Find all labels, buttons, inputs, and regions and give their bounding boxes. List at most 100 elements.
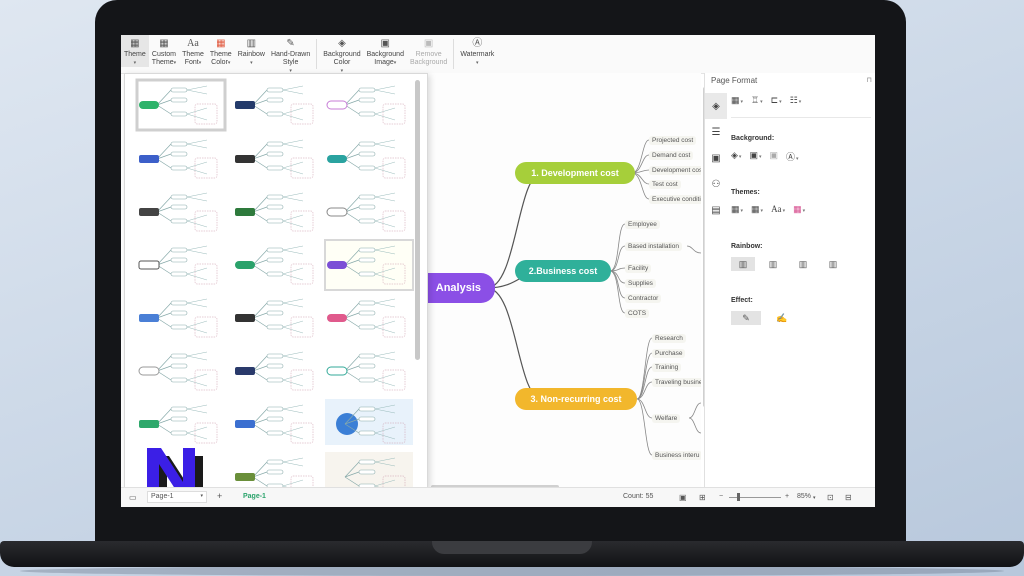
watermark-icon[interactable]: Ⓐ▾ xyxy=(785,152,799,162)
subtopic[interactable]: Executive conditio xyxy=(649,195,701,204)
subtopic[interactable]: Training xyxy=(652,363,682,372)
font-icon[interactable]: Aa▾ xyxy=(771,204,786,214)
zoom-out-button[interactable]: − xyxy=(719,493,724,500)
page-select[interactable]: Page-1▾ xyxy=(147,491,207,503)
pen-icon: ✎ xyxy=(286,38,295,49)
background-color-button[interactable]: ◈ Background Color ▾ xyxy=(323,38,361,75)
subtopic[interactable]: Facility xyxy=(625,264,652,273)
connector-icon[interactable]: ⊏▾ xyxy=(770,95,782,105)
zoom-slider-handle[interactable] xyxy=(737,493,740,501)
central-topic[interactable]: Analysis xyxy=(427,273,495,303)
subtopic[interactable]: Employee xyxy=(625,220,660,229)
rainbow-option-icon[interactable]: ▥ xyxy=(798,258,808,269)
rainbow-icon: ▥ xyxy=(246,38,257,49)
branch-topic[interactable]: 2.Business cost xyxy=(515,260,611,282)
layout-grid-icon[interactable]: ▦▾ xyxy=(731,95,744,105)
background-image-button[interactable]: ▣ Background Image▾ xyxy=(366,38,404,67)
toolbar-divider xyxy=(453,39,455,69)
gallery-scrollbar[interactable] xyxy=(415,80,420,360)
fill-bucket-icon[interactable]: ◈▾ xyxy=(731,150,742,160)
page-tab[interactable]: Page-1 xyxy=(243,493,266,500)
panel-divider xyxy=(731,117,871,118)
pin-icon[interactable]: ⊓ xyxy=(866,77,872,84)
subtopic[interactable]: Demand cost xyxy=(649,151,694,160)
subtopic[interactable]: Based installation xyxy=(625,242,682,251)
image-icon: ▣ xyxy=(380,38,390,49)
org-chart-icon[interactable]: ♖▾ xyxy=(751,95,763,105)
themes-row: ▦▾ ▦▾ Aa▾ ▦▾ xyxy=(731,204,805,215)
custom-theme-icon[interactable]: ▦▾ xyxy=(751,204,764,214)
panel-title: Page Format xyxy=(711,76,758,85)
fit-page-icon[interactable]: ▣ xyxy=(679,493,687,502)
remove-background-button[interactable]: ▣ Remove Background xyxy=(409,38,448,67)
fit-window-icon[interactable]: ⊡ xyxy=(827,493,834,502)
rainbow-row: ▥ ▥ ▥ ▥ xyxy=(731,257,845,271)
background-image-icon[interactable]: ▣▾ xyxy=(749,150,762,160)
custom-theme-button[interactable]: ▦ Custom Theme▾ xyxy=(151,38,177,67)
page-view-icon[interactable]: ▭ xyxy=(129,493,137,502)
laptop-notch xyxy=(432,541,592,554)
branch-topic[interactable]: 3. Non-recurring cost xyxy=(515,388,637,410)
theme-thumbnails xyxy=(135,78,414,488)
format-brush-icon[interactable]: ◈ xyxy=(705,93,727,119)
zoom-in-button[interactable]: + xyxy=(785,493,790,500)
palette-icon[interactable]: ▦▾ xyxy=(793,204,806,214)
subtopic[interactable]: Traveling busines xyxy=(652,378,701,387)
grid-icon: ▦ xyxy=(130,38,140,49)
rainbow-option-icon[interactable]: ▥ xyxy=(828,258,838,269)
panel-side-tabs: ◈ ☰ ▣ ⚇ ▤ xyxy=(705,93,727,223)
theme-font-button[interactable]: Aa Theme Font▾ xyxy=(182,38,204,67)
font-icon: Aa xyxy=(187,38,199,49)
zoom-caret-icon[interactable]: ▾ xyxy=(813,495,816,501)
theme-color-button[interactable]: ▦ Theme Color▾ xyxy=(209,38,232,67)
branch-topic[interactable]: 1. Development cost xyxy=(515,162,635,184)
add-page-icon[interactable]: + xyxy=(217,491,223,501)
fullscreen-icon[interactable]: ⊞ xyxy=(699,493,706,502)
themes-label: Themes: xyxy=(731,189,760,196)
rainbow-option-icon[interactable]: ▥ xyxy=(768,258,778,269)
fill-bucket-icon: ◈ xyxy=(338,38,346,49)
toolbar-divider xyxy=(316,39,318,69)
pen-icon[interactable]: ✎ xyxy=(731,311,761,325)
rainbow-option-icon[interactable]: ▥ xyxy=(731,257,755,271)
page-format-panel: Page Format ⊓ ◈ ☰ ▣ ⚇ ▤ ▦▾ ♖▾ ⊏▾ ☷▾ Back… xyxy=(704,73,875,487)
subtopic[interactable]: Supplies xyxy=(625,279,656,288)
calendar-icon[interactable]: ▤ xyxy=(711,204,721,216)
app-window: ▦ Theme ▾ ▦ Custom Theme▾ Aa Theme Font▾… xyxy=(121,35,875,507)
format-toolbar: ▦ Theme ▾ ▦ Custom Theme▾ Aa Theme Font▾… xyxy=(121,35,875,74)
numbering-icon[interactable]: ☷▾ xyxy=(789,95,802,105)
subtopic[interactable]: Contractor xyxy=(625,294,662,303)
subtopic[interactable]: Test cost xyxy=(649,180,681,189)
subtopic[interactable]: Research xyxy=(652,334,686,343)
theme-grid-icon[interactable]: ▦▾ xyxy=(731,204,744,214)
palette-icon: ▦ xyxy=(216,38,226,49)
image-icon[interactable]: ▣ xyxy=(711,152,721,164)
layout-row: ▦▾ ♖▾ ⊏▾ ☷▾ xyxy=(731,95,801,106)
hand-drawn-icon[interactable]: ✍ xyxy=(776,312,788,323)
effect-row: ✎ ✍ xyxy=(731,311,797,325)
subtopic[interactable]: Purchase xyxy=(652,349,686,358)
subtopic[interactable]: Welfare xyxy=(652,414,681,423)
zoom-slider[interactable] xyxy=(729,497,781,498)
people-icon[interactable]: ⚇ xyxy=(711,178,721,190)
collapse-panel-icon[interactable]: ⊟ xyxy=(845,493,852,502)
grid-plus-icon: ▦ xyxy=(159,38,169,49)
mindmap-canvas[interactable]: Analysis 1. Development cost 2.Business … xyxy=(427,73,701,487)
rainbow-button[interactable]: ▥ Rainbow ▾ xyxy=(237,38,265,67)
effect-label: Effect: xyxy=(731,297,753,304)
subtopic[interactable]: Projected cost xyxy=(649,136,697,145)
zoom-level[interactable]: 85% xyxy=(797,493,812,500)
list-icon[interactable]: ☰ xyxy=(711,126,721,138)
rainbow-label: Rainbow: xyxy=(731,243,763,250)
hand-drawn-style-button[interactable]: ✎ Hand-Drawn Style ▾ xyxy=(270,38,311,75)
watermark-button[interactable]: Ⓐ Watermark ▾ xyxy=(460,38,495,67)
shape-count: Count: 55 xyxy=(623,493,654,500)
status-bar: ▭ Page-1▾ + Page-1 Count: 55 ▣ ⊞ − + 85%… xyxy=(121,487,875,507)
watermark-icon: Ⓐ xyxy=(472,38,483,49)
theme-button[interactable]: ▦ Theme ▾ xyxy=(121,35,149,67)
subtopic[interactable]: COTS xyxy=(625,309,650,318)
subtopic[interactable]: Business interu xyxy=(652,451,701,460)
subtopic[interactable]: Development cost xyxy=(649,166,701,175)
laptop-shadow xyxy=(20,566,1004,576)
remove-image-icon[interactable]: ▣ xyxy=(769,150,778,160)
